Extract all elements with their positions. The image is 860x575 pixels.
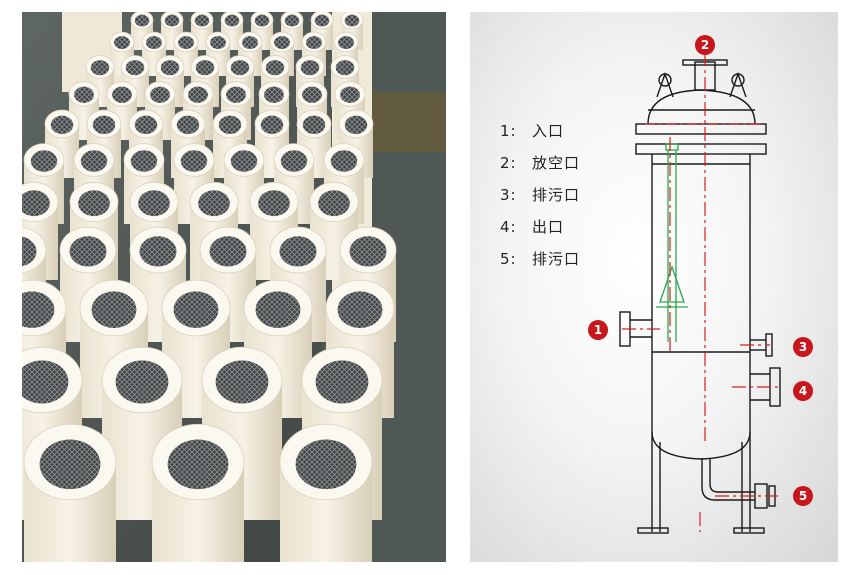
cartridge-core-mesh xyxy=(22,360,69,404)
cartridge-core-mesh xyxy=(50,115,74,135)
cartridge-core-mesh xyxy=(274,36,290,50)
filter-housing-drawing xyxy=(470,12,838,562)
cartridge-core-mesh xyxy=(340,86,360,103)
cartridge-core-mesh xyxy=(315,360,369,404)
legend-number: 4: xyxy=(500,218,517,236)
legend-item-1: 1: 入口 xyxy=(500,115,580,147)
cartridge-core-mesh xyxy=(314,14,330,27)
cartridge-core-mesh xyxy=(230,60,250,76)
cartridge-core-mesh xyxy=(112,86,132,103)
legend-number: 2: xyxy=(500,154,517,172)
marker-5-drain: 5 xyxy=(793,486,813,506)
cartridge-core-mesh xyxy=(167,439,229,490)
cartridge-core-mesh xyxy=(284,14,300,27)
cartridge-core-mesh xyxy=(279,236,317,267)
cartridge-core-mesh xyxy=(344,14,360,27)
cartridge-core-mesh xyxy=(330,150,358,172)
cartridge-core-mesh xyxy=(258,190,290,217)
cartridge-core-mesh xyxy=(302,115,326,135)
housing-drawing-icon xyxy=(619,52,782,534)
legend-label: 排污口 xyxy=(532,186,581,204)
cartridge-core-mesh xyxy=(22,291,55,329)
cartridge-core-mesh xyxy=(218,115,242,135)
cartridge-core-mesh xyxy=(90,60,110,76)
cartridge-core-mesh xyxy=(130,150,158,172)
legend-number: 3: xyxy=(500,186,517,204)
cartridge-core-mesh xyxy=(210,36,226,50)
legend-item-3: 3: 排污口 xyxy=(500,179,580,211)
cartridge-core-mesh xyxy=(265,60,285,76)
marker-1-inlet: 1 xyxy=(588,320,608,340)
cartridge-core-mesh xyxy=(134,14,150,27)
legend-item-4: 4: 出口 xyxy=(500,211,580,243)
cartridge-core-mesh xyxy=(215,360,269,404)
cartridge-core-mesh xyxy=(91,291,137,329)
cartridge-core-mesh xyxy=(74,86,94,103)
cartridge-core-mesh xyxy=(22,190,50,217)
cartridge-core-mesh xyxy=(318,190,350,217)
legend-item-2: 2: 放空口 xyxy=(500,147,580,179)
cartridge-core-mesh xyxy=(230,150,258,172)
cartridge-core-mesh xyxy=(338,36,354,50)
cartridge-core-mesh xyxy=(255,291,301,329)
legend-label: 排污口 xyxy=(532,250,581,268)
cartridge-core-mesh xyxy=(180,150,208,172)
cartridge-core-mesh xyxy=(344,115,368,135)
marker-2-vent: 2 xyxy=(695,35,715,55)
cartridge-core-mesh xyxy=(337,291,383,329)
cartridge-core-mesh xyxy=(146,36,162,50)
legend-item-5: 5: 排污口 xyxy=(500,243,580,275)
cartridge-group xyxy=(22,12,397,562)
cartridge-core-mesh xyxy=(195,60,215,76)
cartridge-core-mesh xyxy=(198,190,230,217)
cartridge-core-mesh xyxy=(138,190,170,217)
cartridge-core-mesh xyxy=(194,14,210,27)
cartridge-core-mesh xyxy=(264,86,284,103)
cartridge-photo-icon xyxy=(22,12,446,562)
cartridge-core-mesh xyxy=(114,36,130,50)
legend-label: 放空口 xyxy=(532,154,581,172)
cartridge-core-mesh xyxy=(139,236,177,267)
legend-label: 入口 xyxy=(532,122,565,140)
cartridge-core-mesh xyxy=(69,236,107,267)
cartridge-core-mesh xyxy=(349,236,387,267)
cartridge-core-mesh xyxy=(226,86,246,103)
cartridge-core-mesh xyxy=(188,86,208,103)
cartridge-core-mesh xyxy=(209,236,247,267)
legend-number: 1: xyxy=(500,122,517,140)
cartridge-core-mesh xyxy=(260,115,284,135)
cartridge-core-mesh xyxy=(300,60,320,76)
cartridge-core-mesh xyxy=(173,291,219,329)
cartridge-core-mesh xyxy=(80,150,108,172)
cartridge-core-mesh xyxy=(22,236,37,267)
cartridge-core-mesh xyxy=(78,190,110,217)
cartridge-core-mesh xyxy=(295,439,357,490)
marker-4-outlet: 4 xyxy=(793,381,813,401)
cartridge-core-mesh xyxy=(224,14,240,27)
cartridge-core-mesh xyxy=(39,439,101,490)
cartridge-core-mesh xyxy=(280,150,308,172)
cartridge-core-mesh xyxy=(160,60,180,76)
cartridge-core-mesh xyxy=(164,14,180,27)
marker-3-drain: 3 xyxy=(793,337,813,357)
cartridge-core-mesh xyxy=(254,14,270,27)
cartridge-core-mesh xyxy=(335,60,355,76)
cartridge-core-mesh xyxy=(176,115,200,135)
cartridge-core-mesh xyxy=(134,115,158,135)
legend-number: 5: xyxy=(500,250,517,268)
cartridge-core-mesh xyxy=(30,150,58,172)
cartridge-core-mesh xyxy=(115,360,169,404)
cartridge-core-mesh xyxy=(150,86,170,103)
legend: 1: 入口 2: 放空口 3: 排污口 4: 出口 5: 排污口 xyxy=(500,115,580,275)
cartridge-core-mesh xyxy=(306,36,322,50)
cartridge-core-mesh xyxy=(178,36,194,50)
filter-cartridges-photo xyxy=(22,12,446,562)
legend-label: 出口 xyxy=(532,218,565,236)
cartridge-core-mesh xyxy=(125,60,145,76)
cartridge-core-mesh xyxy=(302,86,322,103)
cartridge-core-mesh xyxy=(242,36,258,50)
cartridge-core-mesh xyxy=(92,115,116,135)
